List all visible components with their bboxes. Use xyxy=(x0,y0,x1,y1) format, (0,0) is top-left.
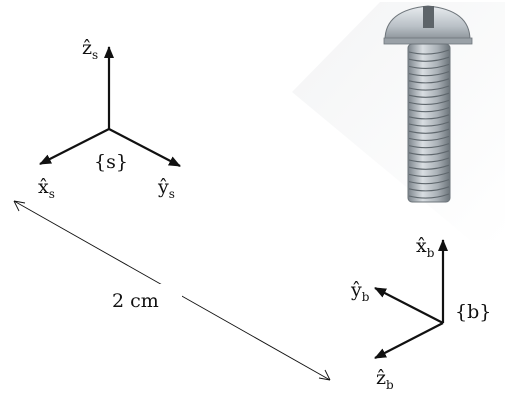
screw-thread xyxy=(408,143,450,149)
axis-y-s xyxy=(108,128,181,167)
label-z-b: ẑb xyxy=(376,367,394,392)
label-y-b: ŷb xyxy=(350,279,370,304)
screw-thread xyxy=(408,99,450,106)
distance-label: 2 cm xyxy=(112,290,159,312)
screw-thread xyxy=(408,78,450,84)
screw-thread xyxy=(408,71,450,77)
screw-thread xyxy=(408,171,450,178)
screw-thread xyxy=(408,128,450,134)
frame-s: ẑs x̂s ŷs {s} xyxy=(38,37,181,201)
screw-thread xyxy=(408,121,450,127)
screw-thread xyxy=(408,179,450,185)
distance-arrowhead-end xyxy=(318,369,331,381)
label-z-s: ẑs xyxy=(82,37,98,62)
frame-b-name: {b} xyxy=(455,301,491,323)
screw-thread xyxy=(408,157,450,163)
distance-arrowhead-start xyxy=(13,200,26,212)
screw-thread xyxy=(408,150,450,156)
screw-thread xyxy=(408,85,450,91)
distance-indicator: 2 cm xyxy=(13,200,331,381)
screw-thread xyxy=(408,92,450,98)
axis-y-b xyxy=(374,287,444,324)
label-x-b: x̂b xyxy=(416,235,435,260)
screw-thread xyxy=(408,193,450,199)
frame-s-name: {s} xyxy=(94,151,128,173)
screw-thread xyxy=(408,186,450,192)
screw-thread xyxy=(408,56,450,62)
label-y-s: ŷs xyxy=(157,176,175,201)
screw-thread xyxy=(408,49,450,55)
screw-thread xyxy=(408,107,450,113)
label-x-s: x̂s xyxy=(38,176,55,201)
frame-b: x̂b ŷb ẑb {b} xyxy=(350,235,491,392)
axis-z-b xyxy=(374,322,444,359)
screw-image xyxy=(292,2,505,240)
screw-thread xyxy=(408,114,450,120)
screw-thread xyxy=(408,164,450,170)
screw-thread xyxy=(408,63,450,70)
axis-x-s xyxy=(39,128,110,165)
screw-thread xyxy=(408,135,450,142)
